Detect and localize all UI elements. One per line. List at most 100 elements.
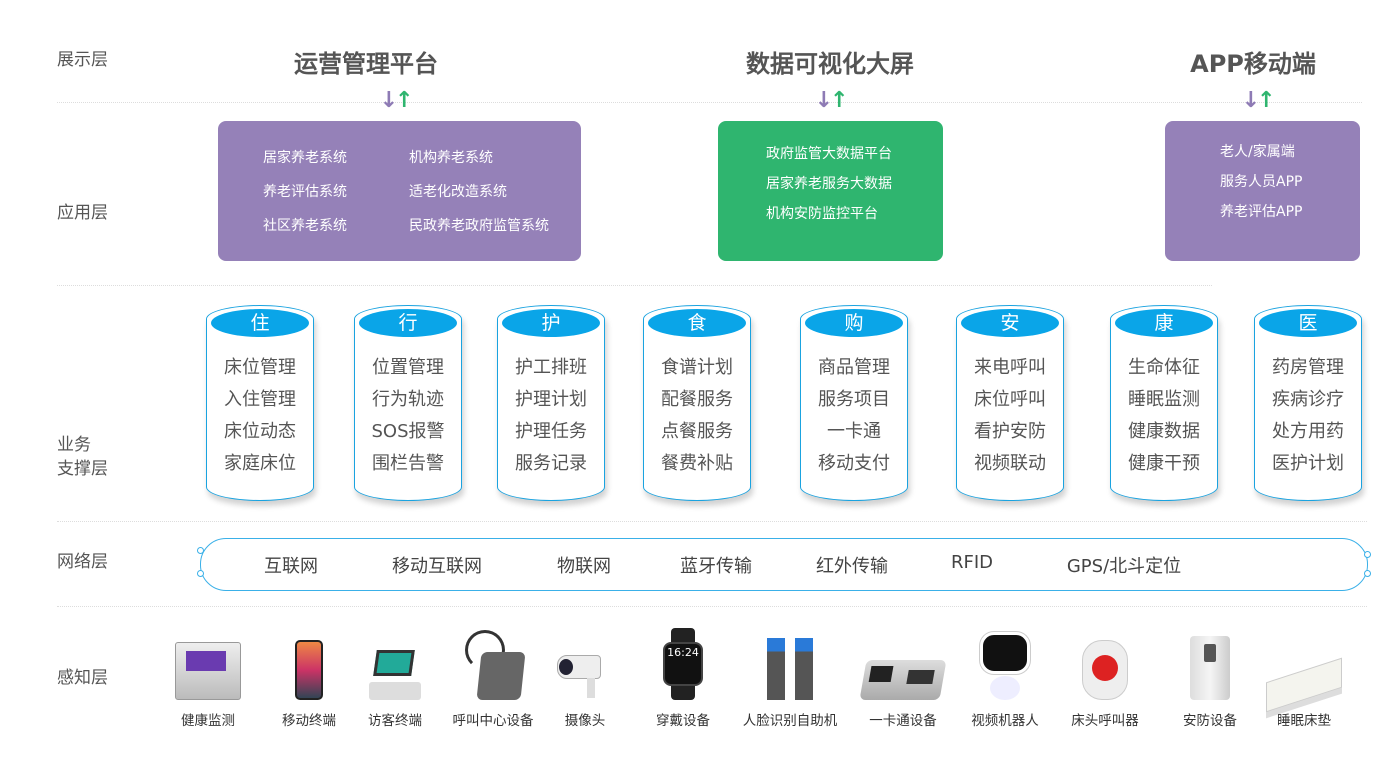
business-cylinder: 购商品管理服务项目一卡通移动支付: [800, 305, 908, 501]
device-label: 移动终端: [282, 713, 336, 729]
system-item: 社区养老系统: [263, 218, 347, 234]
device-label: 人脸识别自助机: [742, 713, 838, 729]
business-item: 医护计划: [1272, 453, 1344, 474]
business-item: 视频联动: [974, 453, 1046, 474]
device-label: 呼叫中心设备: [452, 713, 534, 729]
app-item: 服务人员APP: [1220, 174, 1303, 190]
system-item: 民政养老政府监管系统: [409, 218, 549, 234]
system-item: 居家养老系统: [263, 150, 347, 166]
device-image: [545, 625, 625, 700]
device-image: [269, 625, 349, 700]
connector-dot: [197, 570, 204, 577]
device-image: [1264, 625, 1344, 713]
device-label: 视频机器人: [971, 713, 1039, 729]
device-image: 16:24: [643, 625, 723, 700]
business-item: 商品管理: [818, 357, 890, 378]
cylinder-title: 食: [648, 309, 746, 337]
device-image: [453, 625, 533, 700]
business-cylinder: 护护工排班护理计划护理任务服务记录: [497, 305, 605, 501]
business-item: 移动支付: [818, 453, 890, 474]
business-item: 行为轨迹: [372, 389, 444, 410]
device-label: 一卡通设备: [869, 713, 937, 729]
business-item: 健康干预: [1128, 453, 1200, 474]
business-item: 家庭床位: [224, 453, 296, 474]
big-screen-box: 政府监管大数据平台 居家养老服务大数据 机构安防监控平台: [718, 121, 943, 261]
business-item: 药房管理: [1272, 357, 1344, 378]
business-cylinder: 住床位管理入住管理床位动态家庭床位: [206, 305, 314, 501]
layer-label-application: 应用层: [57, 203, 108, 223]
device-image: [859, 625, 947, 700]
business-item: 配餐服务: [661, 389, 733, 410]
business-item: 来电呼叫: [974, 357, 1046, 378]
platform-item: 机构安防监控平台: [766, 206, 878, 222]
cylinder-title: 护: [502, 309, 600, 337]
business-item: 疾病诊疗: [1272, 389, 1344, 410]
cylinder-title: 医: [1259, 309, 1357, 337]
device-label: 睡眠床垫: [1277, 713, 1331, 729]
business-item: 处方用药: [1272, 421, 1344, 442]
business-item: 床位动态: [224, 421, 296, 442]
business-item: 护理任务: [515, 421, 587, 442]
connector-dot: [197, 547, 204, 554]
business-item: 服务项目: [818, 389, 890, 410]
device-label: 摄像头: [564, 713, 606, 729]
title-big-screen: 数据可视化大屏: [746, 50, 914, 78]
business-cylinder: 行位置管理行为轨迹 SOS报警围栏告警: [354, 305, 462, 501]
device-image: [1170, 625, 1250, 700]
business-item: 点餐服务: [661, 421, 733, 442]
business-cylinder: 康生命体征睡眠监测健康数据健康干预: [1110, 305, 1218, 501]
divider: [57, 606, 1367, 607]
layer-label-network: 网络层: [57, 552, 108, 572]
network-item: 移动互联网: [392, 556, 482, 577]
business-cylinder: 食食谱计划配餐服务点餐服务餐费补贴: [643, 305, 751, 501]
app-item: 老人/家属端: [1220, 144, 1295, 160]
business-item: 入住管理: [224, 389, 296, 410]
business-cylinder: 安来电呼叫床位呼叫看护安防视频联动: [956, 305, 1064, 501]
network-item: 红外传输: [816, 556, 888, 577]
device-label: 安防设备: [1183, 713, 1237, 729]
cylinder-title: 购: [805, 309, 903, 337]
cylinder-title: 安: [961, 309, 1059, 337]
network-item: GPS/北斗定位: [1066, 556, 1182, 577]
layer-label-perception: 感知层: [57, 668, 108, 688]
business-item: 看护安防: [974, 421, 1046, 442]
network-bar: [197, 538, 1371, 591]
ops-systems-box: 居家养老系统 机构养老系统 养老评估系统 适老化改造系统 社区养老系统 民政养老…: [218, 121, 581, 261]
layer-label-business-line2: 支撑层: [57, 459, 108, 479]
business-item: SOS报警: [371, 421, 445, 442]
device-label: 床头呼叫器: [1071, 713, 1139, 729]
device-image: [750, 625, 830, 700]
app-item: 养老评估APP: [1220, 204, 1303, 220]
business-item: 位置管理: [372, 357, 444, 378]
layer-label-business-line1: 业务: [57, 435, 91, 455]
business-item: 服务记录: [515, 453, 587, 474]
device-image: [1065, 625, 1145, 700]
cylinder-title: 康: [1115, 309, 1213, 337]
system-item: 机构养老系统: [409, 150, 493, 166]
title-ops-platform: 运营管理平台: [294, 50, 438, 78]
layer-label-display: 展示层: [57, 50, 108, 70]
system-item: 适老化改造系统: [409, 184, 507, 200]
divider: [57, 285, 1212, 286]
cylinder-title: 住: [211, 309, 309, 337]
divider: [57, 102, 1362, 103]
business-item: 围栏告警: [372, 453, 444, 474]
network-item: 物联网: [557, 556, 611, 577]
business-item: 生命体征: [1128, 357, 1200, 378]
network-item: 蓝牙传输: [680, 556, 752, 577]
business-item: 床位呼叫: [974, 389, 1046, 410]
business-item: 护工排班: [515, 357, 587, 378]
business-item: 餐费补贴: [661, 453, 733, 474]
business-cylinder: 医药房管理疾病诊疗处方用药医护计划: [1254, 305, 1362, 501]
platform-item: 政府监管大数据平台: [766, 146, 892, 162]
device-label: 穿戴设备: [656, 713, 710, 729]
network-item: RFID: [950, 552, 994, 573]
platform-item: 居家养老服务大数据: [766, 176, 892, 192]
bidirectional-arrow-icon: ↓↑: [814, 88, 849, 113]
business-item: 床位管理: [224, 357, 296, 378]
bidirectional-arrow-icon: ↓↑: [1241, 88, 1276, 113]
business-item: 食谱计划: [661, 357, 733, 378]
cylinder-title: 行: [359, 309, 457, 337]
connector-dot: [1364, 570, 1371, 577]
system-item: 养老评估系统: [263, 184, 347, 200]
